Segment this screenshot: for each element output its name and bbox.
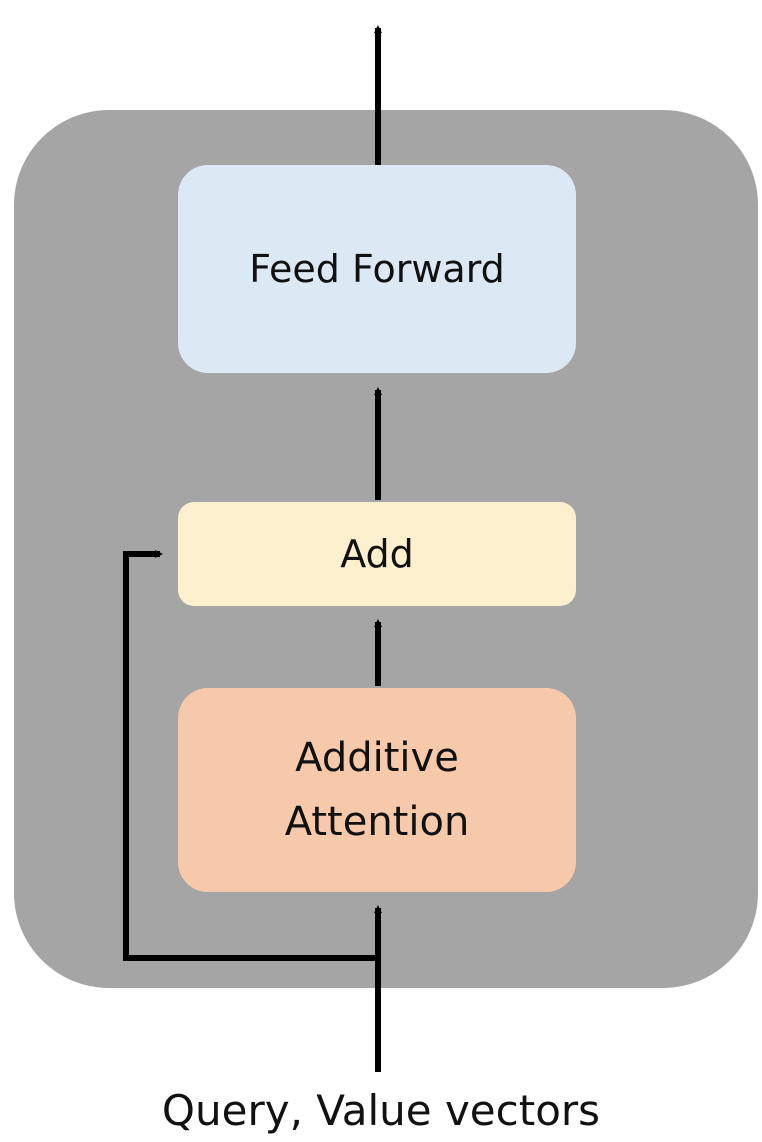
input-label: Query, Value vectors (161, 1085, 601, 1135)
additive-attention-block (178, 688, 576, 892)
residual-connection-arrow (123, 550, 378, 961)
feed-forward-block (178, 165, 576, 373)
add-block (178, 502, 576, 606)
